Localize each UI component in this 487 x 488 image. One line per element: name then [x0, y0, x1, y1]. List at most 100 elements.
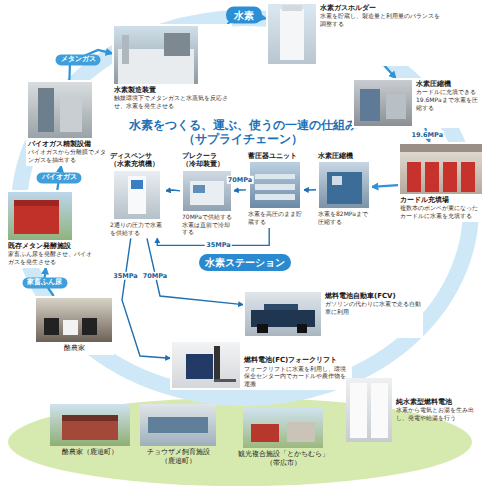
node-heading: 燃料電池自動車(FCV) — [325, 292, 421, 300]
node-text: 水素ステーション — [203, 256, 287, 269]
user-card: 純水素型燃料電池水素から電気とお湯を生み出し、発電や給湯を行う — [344, 376, 482, 444]
photo-detail — [186, 354, 213, 379]
node-text: 家畜ふん尿を発酵させ、バイオガスを発生させる — [8, 250, 94, 266]
text-column: 燃料電池(FC)フォークリフトフォークリフトに水素を利用し、環境保全センター内で… — [244, 342, 350, 388]
user-card: 酪農家（鹿追町） — [48, 402, 132, 459]
photo-detail — [461, 162, 476, 192]
photo-detail — [131, 180, 142, 189]
photo-detail — [62, 421, 118, 440]
photo-detail — [360, 89, 380, 121]
text-column: 純水素型燃料電池水素から電気とお湯を生み出し、発電や給湯を行う — [396, 378, 480, 442]
node-text: 2通りの圧力で水素を供給する — [110, 221, 164, 237]
text-column: 水素ガスホルダー水素を貯蔵し、製造量と利用量のバランスを調整する — [320, 4, 444, 64]
photo-detail — [255, 174, 295, 180]
photo-detail — [82, 318, 97, 336]
station-card: 蓄圧器ユニット水素を高圧のまま貯蔵する — [246, 150, 304, 228]
node-text: 観光複合施設「とかちむら」 （帯広市） — [232, 450, 334, 468]
facility-card: 水素ガスホルダー水素を貯蔵し、製造量と利用量のバランスを調整する — [266, 2, 446, 66]
node-text: 水素を82MPaまで圧縮する — [318, 210, 370, 226]
edge-label: 水素 — [226, 7, 262, 24]
photo-detail — [255, 184, 295, 190]
node-text: 水素から電気とお湯を生み出し、発電や給湯を行う — [396, 406, 480, 422]
photo-detail — [148, 417, 209, 434]
photo — [243, 408, 323, 448]
photo-detail — [400, 144, 482, 152]
photo-detail — [371, 383, 388, 438]
edge-label: 35MPa — [112, 272, 139, 280]
photo-detail — [282, 5, 301, 11]
photo — [172, 342, 240, 388]
text-column: 水素圧縮機カードルに充填できる19.6MPaまで水素を圧縮する — [416, 80, 482, 126]
photo-detail — [214, 346, 219, 381]
node-heading: 既存メタン発酵施設 — [8, 242, 94, 250]
photo — [114, 26, 198, 84]
photo-detail — [251, 424, 279, 442]
photo-detail — [193, 185, 205, 193]
station-card: 水素圧縮機水素を82MPaまで圧縮する — [316, 150, 372, 228]
user-card: 観光複合施設「とかちむら」 （帯広市） — [230, 406, 336, 470]
edge-label: 家畜ふん尿 — [22, 278, 67, 289]
edge-label: 19.6MPa — [411, 131, 444, 139]
photo-detail — [60, 96, 82, 132]
node-text: カードルに充填できる19.6MPaまで水素を圧縮する — [416, 88, 482, 111]
facility-card: 既存メタン発酵施設家畜ふん尿を発酵させ、バイオガスを発生させる — [6, 190, 96, 268]
edge-label: 70MPa — [142, 272, 169, 280]
edge-label: メタンガス — [56, 54, 101, 65]
edge-label: 35MPa — [205, 241, 232, 249]
node-text: ガソリンの代わりに水素で走る自動車に利用 — [325, 300, 421, 316]
node-heading: プレクーラ （冷却装置） — [182, 152, 232, 169]
node-text: チョウザメ飼育施設 （鹿追町） — [140, 448, 216, 466]
flow-arrow — [234, 189, 246, 191]
photo-detail — [407, 162, 422, 192]
photo — [36, 298, 112, 342]
photo-detail — [164, 33, 189, 56]
user-card: 燃料電池自動車(FCV)ガソリンの代わりに水素で走る自動車に利用 — [243, 290, 423, 338]
photo — [114, 171, 160, 219]
node-heading: 水素製造装置 — [114, 86, 230, 94]
photo — [268, 4, 316, 64]
photo — [140, 404, 216, 446]
station-badge: 水素ステーション — [199, 254, 291, 271]
node-text: バイオガスから分離膜でメタンガスを抽出する — [28, 148, 108, 164]
node-heading: 純水素型燃料電池 — [396, 398, 480, 406]
station-card: プレクーラ （冷却装置） 70MPaで供給する水素は直前で冷却する — [180, 150, 234, 238]
photo — [319, 162, 369, 208]
photo — [183, 171, 231, 211]
photo-detail — [297, 324, 308, 334]
photo-detail — [386, 94, 406, 119]
facility-card: 水素圧縮機カードルに充填できる19.6MPaまで水素を圧縮する — [352, 78, 484, 128]
node-heading: 燃料電池(FC)フォークリフト — [244, 356, 350, 364]
photo-detail — [14, 200, 59, 207]
photo-detail — [14, 205, 59, 234]
node-heading: 蓄圧器ユニット — [248, 152, 302, 160]
node-heading: 水素ガスホルダー — [320, 4, 444, 12]
photo — [28, 82, 92, 138]
photo-detail — [255, 194, 295, 200]
flow-arrow — [385, 66, 396, 78]
photo-detail — [38, 88, 54, 133]
node-heading: 水素圧縮機 — [318, 152, 370, 160]
node-text: 70MPaで供給する水素は直前で冷却する — [182, 213, 232, 236]
edge-label: バイオガス — [37, 172, 82, 183]
photo — [8, 192, 72, 240]
node-text: フォークリフトに水素を利用し、環境保全センター内でカードルや農作物を運搬 — [244, 365, 350, 388]
photo — [354, 80, 412, 126]
photo — [400, 144, 482, 194]
photo-detail — [63, 320, 78, 335]
facility-card: 酪農家 — [34, 296, 114, 355]
flow-arrow — [122, 238, 170, 358]
photo — [346, 378, 392, 442]
node-text: 酪農家（鹿追町） — [50, 448, 130, 457]
photo-detail — [280, 9, 304, 61]
photo-detail — [332, 176, 342, 185]
photo — [250, 162, 300, 208]
node-text: 水素を高圧のまま貯蔵する — [248, 210, 302, 226]
user-card: 燃料電池(FC)フォークリフトフォークリフトに水素を利用し、環境保全センター内で… — [170, 340, 352, 390]
facility-card: 水素製造装置触媒環境下でメタンガスと水蒸気を反応させ、水素を発生させる — [112, 24, 232, 112]
text-column: 燃料電池自動車(FCV)ガソリンの代わりに水素で走る自動車に利用 — [325, 292, 421, 336]
facility-card: カードル充填場複数本のボンベが束になったカードルに水素を充填する — [398, 142, 484, 222]
node-heading: バイオガス精製設備 — [28, 140, 108, 148]
flow-arrow — [166, 189, 180, 191]
node-heading: カードル充填場 — [400, 196, 482, 204]
